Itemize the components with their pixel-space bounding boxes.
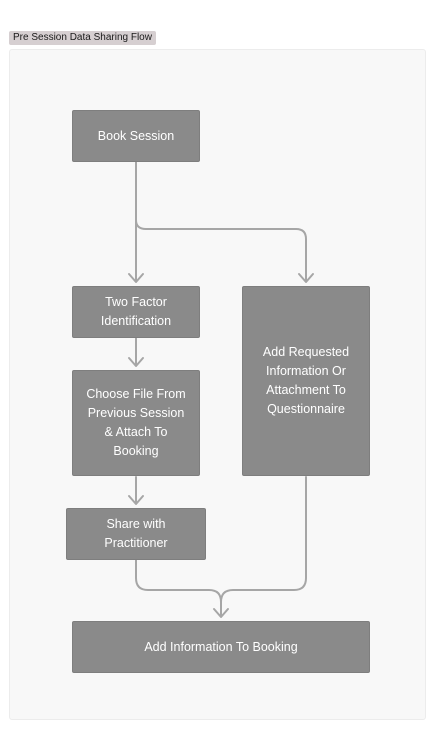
frame-title: Pre Session Data Sharing Flow [9,31,156,45]
node-share-with-practitioner: Share with Practitioner [66,508,206,560]
arrowhead-addinfo [213,608,229,618]
node-book-session: Book Session [72,110,200,162]
connector-addrequested-to-merge [220,476,307,603]
connector-share-to-merge [135,559,222,617]
node-add-information-to-booking: Add Information To Booking [72,621,370,673]
connector-book-to-addrequested [135,219,307,282]
arrowhead-share [128,495,144,505]
node-two-factor-identification: Two Factor Identification [72,286,200,338]
node-choose-file: Choose File From Previous Session & Atta… [72,370,200,476]
arrowhead-choosefile [128,357,144,367]
arrowhead-addrequested [298,273,314,283]
arrowhead-twofactor [128,273,144,283]
node-add-requested-information: Add Requested Information Or Attachment … [242,286,370,476]
